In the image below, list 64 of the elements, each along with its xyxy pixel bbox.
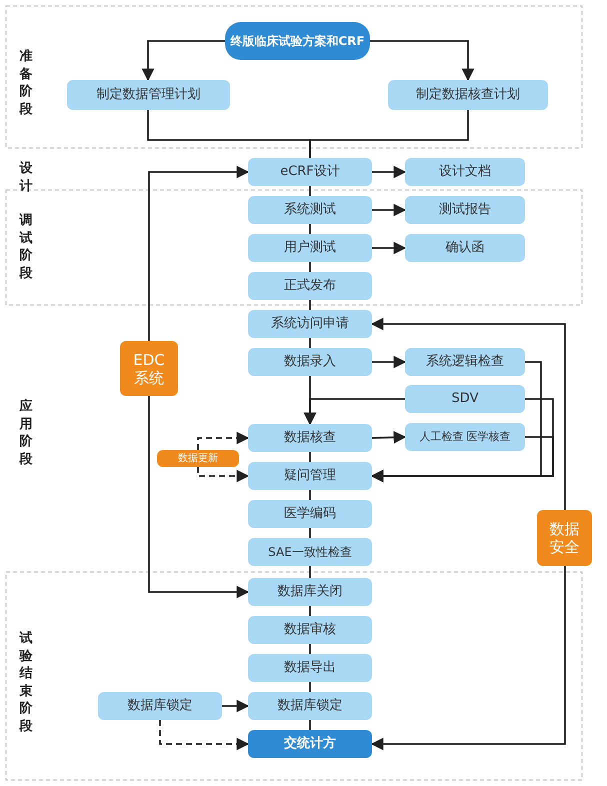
process-box: 制定数据核查计划 bbox=[388, 80, 548, 110]
arrow bbox=[370, 318, 566, 510]
process-box: 制定数据管理计划 bbox=[67, 80, 230, 110]
process-box: 系统访问申请 bbox=[248, 310, 372, 338]
phase-label: 准备阶段 bbox=[18, 48, 34, 118]
arrow bbox=[372, 204, 406, 216]
check-box: 人工检查 医学核查 bbox=[405, 423, 525, 451]
phase-label: 设计 bbox=[18, 160, 34, 196]
process-box: SAE一致性检查 bbox=[248, 538, 372, 566]
process-box: 医学编码 bbox=[248, 500, 372, 528]
connector-line bbox=[309, 300, 311, 310]
check-box: SDV bbox=[405, 385, 525, 413]
connector-line bbox=[309, 682, 311, 692]
process-box: 数据库关闭 bbox=[248, 578, 372, 606]
phase-label: 应用阶段 bbox=[18, 398, 34, 468]
process-box: 数据库锁定 bbox=[248, 692, 372, 720]
connector-line bbox=[309, 224, 311, 234]
process-box: 疑问管理 bbox=[248, 462, 372, 490]
update-box: 数据更新 bbox=[157, 450, 239, 467]
connector-line bbox=[309, 110, 469, 158]
connector-line bbox=[309, 720, 311, 730]
process-box: 数据核查 bbox=[248, 424, 372, 452]
end-box: 交统计方 bbox=[248, 730, 372, 758]
arrow bbox=[197, 432, 250, 450]
connector-line bbox=[309, 528, 311, 538]
process-box: eCRF设计 bbox=[248, 158, 372, 186]
arrow bbox=[148, 166, 250, 341]
arrow bbox=[370, 436, 554, 482]
process-box: 数据审核 bbox=[248, 616, 372, 644]
arrow bbox=[222, 700, 250, 712]
arrow bbox=[372, 166, 406, 178]
connector-line bbox=[309, 186, 311, 196]
connector-line bbox=[309, 606, 311, 616]
arrow bbox=[159, 720, 250, 750]
system-box: 数据安全 bbox=[537, 510, 592, 566]
process-box: 数据导出 bbox=[248, 654, 372, 682]
output-box: 测试报告 bbox=[405, 196, 525, 224]
arrow bbox=[148, 396, 250, 598]
process-box: 系统测试 bbox=[248, 196, 372, 224]
process-box: 正式发布 bbox=[248, 272, 372, 300]
connector-line bbox=[309, 262, 311, 272]
arrow bbox=[370, 566, 566, 750]
arrow bbox=[304, 398, 405, 426]
arrow bbox=[197, 467, 250, 482]
process-box: 数据库锁定 bbox=[98, 692, 222, 720]
arrow bbox=[372, 242, 406, 254]
output-box: 确认函 bbox=[405, 234, 525, 262]
start-box: 终版临床试验方案和CRF bbox=[225, 22, 370, 60]
arrow bbox=[142, 40, 225, 82]
phase-label: 调试阶段 bbox=[18, 212, 34, 282]
process-box: 用户测试 bbox=[248, 234, 372, 262]
check-box: 系统逻辑检查 bbox=[405, 348, 525, 376]
arrow bbox=[370, 40, 474, 82]
output-box: 设计文档 bbox=[405, 158, 525, 186]
system-box: EDC系统 bbox=[120, 341, 178, 396]
connector-line bbox=[309, 452, 311, 462]
connector-line bbox=[309, 566, 311, 578]
phase-label: 试验结束阶段 bbox=[18, 630, 34, 736]
arrow bbox=[372, 356, 406, 368]
process-box: 数据录入 bbox=[248, 348, 372, 376]
connector-line bbox=[309, 644, 311, 654]
connector-line bbox=[309, 338, 311, 348]
arrow bbox=[372, 431, 406, 444]
connector-line bbox=[309, 490, 311, 500]
